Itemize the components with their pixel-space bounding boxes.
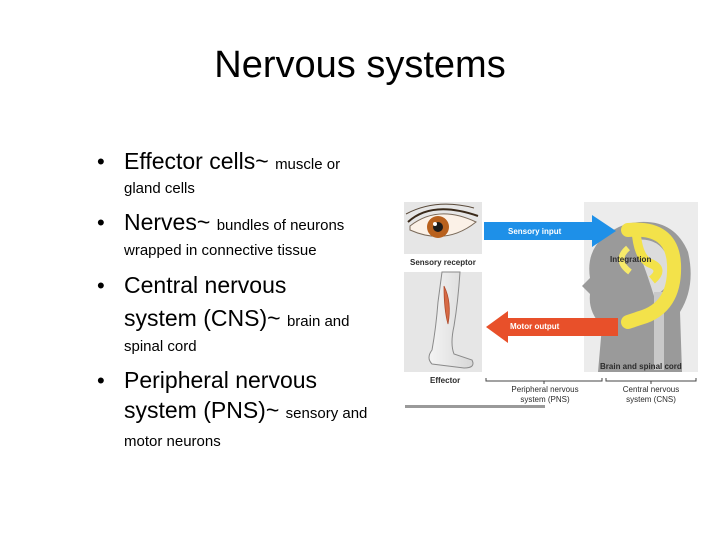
bullet-term-line: Central nervous xyxy=(124,272,287,298)
bullet-desc: brain and xyxy=(286,313,350,330)
bullet-term-line: Effector cells~ muscle or xyxy=(124,146,340,180)
label-sensory-input: Sensory input xyxy=(508,227,562,236)
label-pns-line1: Peripheral nervous xyxy=(511,385,579,394)
bullet-term-line: Nerves~ bundles of neurons xyxy=(124,207,344,241)
bullet-desc-continued: spinal cord xyxy=(124,338,197,355)
nervous-system-diagram: Sensory receptor Sensory input Integrati… xyxy=(402,200,698,416)
label-brain-spinal-cord: Brain and spinal cord xyxy=(600,362,682,371)
bullet-dot: • xyxy=(97,210,105,235)
leg-illustration xyxy=(404,271,482,372)
bullet-desc: sensory and xyxy=(285,405,368,422)
bullet-desc: bundles of neurons xyxy=(216,217,345,234)
eye-illustration xyxy=(404,202,482,254)
label-pns: Peripheral nervous system (PNS) xyxy=(502,385,588,405)
diagram-artwork xyxy=(404,202,698,384)
bullet-term-line: system (CNS)~ brain and xyxy=(124,303,350,337)
bullet-term: Nerves~ xyxy=(124,209,211,235)
bracket-lines xyxy=(485,378,697,384)
bullet-term-line: Peripheral nervous xyxy=(124,367,318,393)
label-cns-line1: Central nervous xyxy=(622,385,680,394)
sensory-input-arrow xyxy=(484,215,616,247)
label-motor-output: Motor output xyxy=(510,322,560,331)
bullet-desc-continued: motor neurons xyxy=(124,433,221,450)
label-pns-line2: system (PNS) xyxy=(520,395,570,404)
bullet-term: system (CNS)~ xyxy=(124,305,281,331)
bullet-dot: • xyxy=(97,368,105,393)
bullet-dot: • xyxy=(97,149,105,174)
bullet-desc: muscle or xyxy=(275,156,341,173)
integration-loop xyxy=(618,222,682,329)
label-cns-line2: system (CNS) xyxy=(626,395,676,404)
bullet-term: system (PNS)~ xyxy=(124,397,280,423)
motor-output-arrow xyxy=(486,311,618,343)
label-effector: Effector xyxy=(430,376,461,385)
bullet-desc-continued: wrapped in connective tissue xyxy=(124,242,317,259)
bullet-term-line: system (PNS)~ sensory and xyxy=(124,395,367,429)
label-cns: Central nervous system (CNS) xyxy=(608,385,694,405)
label-sensory-receptor: Sensory receptor xyxy=(410,258,476,267)
bullet-desc-continued: gland cells xyxy=(124,180,195,197)
copyright-line xyxy=(405,405,545,408)
label-integration: Integration xyxy=(610,255,652,264)
bullet-dot: • xyxy=(97,273,105,298)
bullet-term: Effector cells~ xyxy=(124,148,269,174)
slide-title: Nervous systems xyxy=(214,44,506,86)
